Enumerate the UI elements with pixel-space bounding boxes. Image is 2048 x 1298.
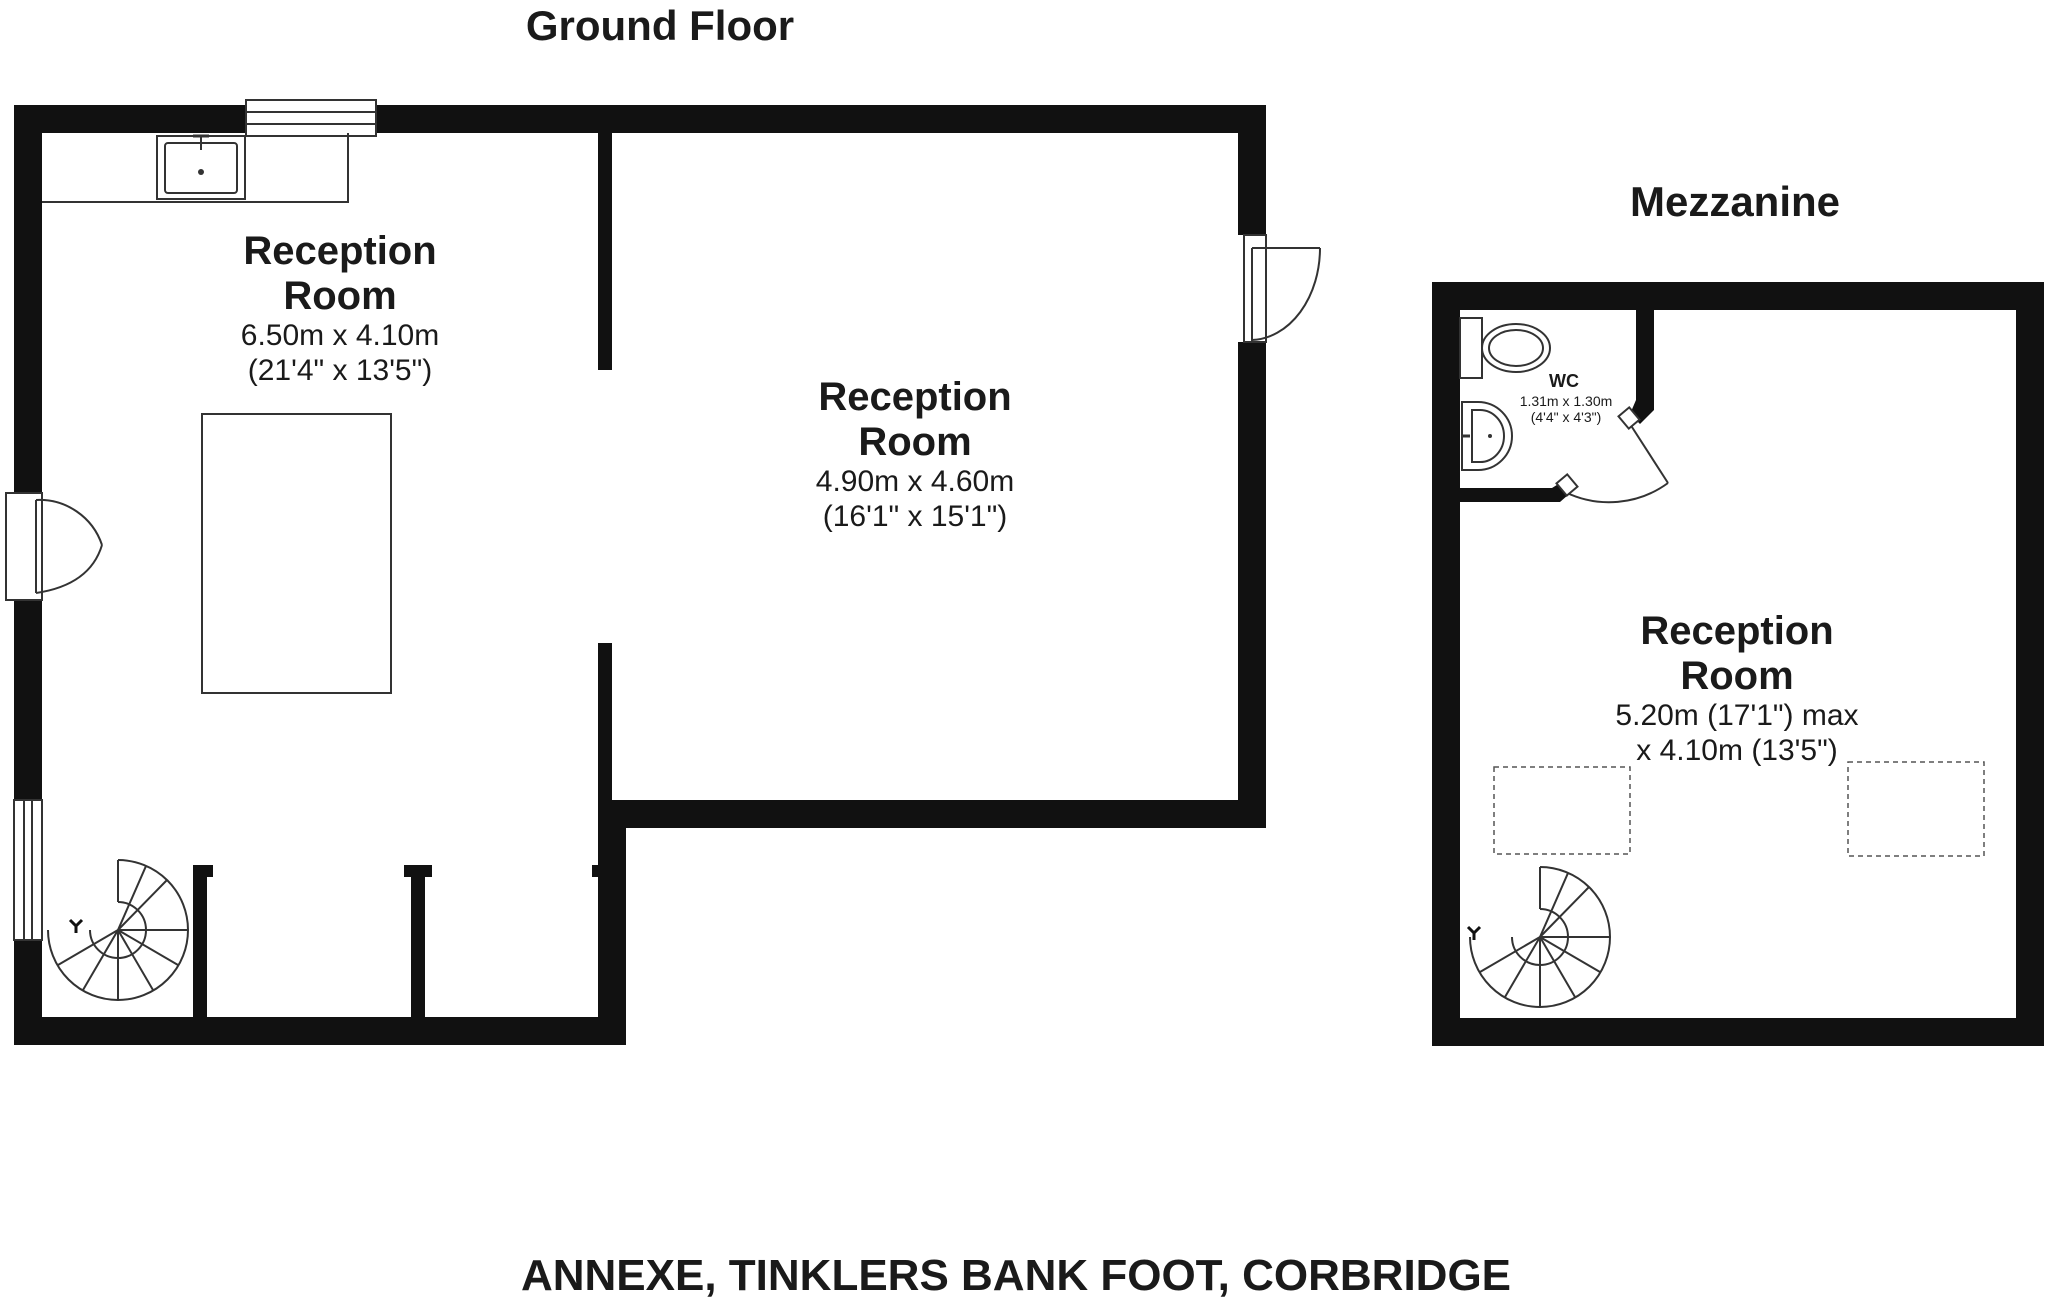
wall-right-upper (1238, 105, 1266, 235)
wall-left-upper (14, 105, 42, 493)
kitchen-counter (42, 133, 349, 203)
wall-top-right (376, 105, 1266, 133)
stub-wall-2-cap (404, 865, 432, 877)
wc-imperial: (4'4" x 4'3") (1531, 409, 1602, 425)
stub-wall-1-cap (193, 865, 213, 877)
property-address: ANNEXE, TINKLERS BANK FOOT, CORBRIDGE (521, 1251, 1511, 1298)
skylight-left (1493, 766, 1631, 855)
wall-step-vertical (598, 800, 626, 1045)
partition-upper (598, 133, 612, 370)
mezz-wall-bottom (1432, 1018, 2044, 1046)
mezz-wall-left (1432, 282, 1460, 1046)
room-left-name-2: Room (283, 274, 396, 318)
mezz-room-name-1: Reception (1640, 609, 1833, 653)
kitchen-island (201, 413, 392, 694)
mezz-room-dim-1: 5.20m (17'1") max (1615, 699, 1858, 732)
wall-left-middle (14, 600, 42, 800)
room-left-imperial: (21'4" x 13'5") (248, 354, 433, 387)
wall-step-horizontal (598, 800, 1266, 828)
room-right-name-2: Room (858, 420, 971, 464)
mezz-wall-top (1432, 282, 2044, 310)
door-right (1243, 234, 1321, 343)
mezz-wall-right (2016, 282, 2044, 1046)
room-left-name-1: Reception (243, 229, 436, 273)
skylight-right (1847, 761, 1985, 857)
ground-floor-plan: Ground Floor Reception Room 6.50m x 4.10… (5, 2, 1321, 1045)
wall-bottom (14, 1017, 626, 1045)
wc-wall-vertical (1636, 310, 1654, 410)
ground-floor-title: Ground Floor (526, 2, 794, 49)
mezz-room-dim-2: x 4.10m (13'5") (1636, 734, 1837, 767)
wc-wall-horizontal (1460, 488, 1554, 502)
room-right-imperial: (16'1" x 15'1") (823, 500, 1008, 533)
room-left-metric: 6.50m x 4.10m (241, 319, 439, 352)
toilet (1459, 317, 1551, 379)
room-right-name-1: Reception (818, 375, 1011, 419)
wall-right-lower (1238, 342, 1266, 828)
window-left (13, 799, 43, 941)
mezzanine-plan: Mezzanine WC 1.31m x 1.30m (4'4" x 4'3")… (1432, 178, 2044, 1046)
wc-door (1555, 405, 1669, 504)
stub-wall-2 (411, 865, 425, 1017)
door-left (5, 492, 103, 601)
spiral-stair-mezzanine (1466, 866, 1611, 1008)
spiral-stair-ground (47, 859, 189, 1001)
window-top (245, 99, 377, 137)
wc-name: WC (1549, 371, 1579, 391)
room-right-metric: 4.90m x 4.60m (816, 465, 1014, 498)
wall-top-left (14, 105, 246, 133)
mezzanine-title: Mezzanine (1630, 178, 1840, 225)
partition-lower (598, 643, 612, 800)
wc-metric: 1.31m x 1.30m (1520, 393, 1613, 409)
stub-wall-3-cap (592, 865, 606, 877)
wc-basin (1461, 401, 1513, 471)
mezz-room-name-2: Room (1680, 654, 1793, 698)
stub-wall-1 (193, 865, 207, 1017)
